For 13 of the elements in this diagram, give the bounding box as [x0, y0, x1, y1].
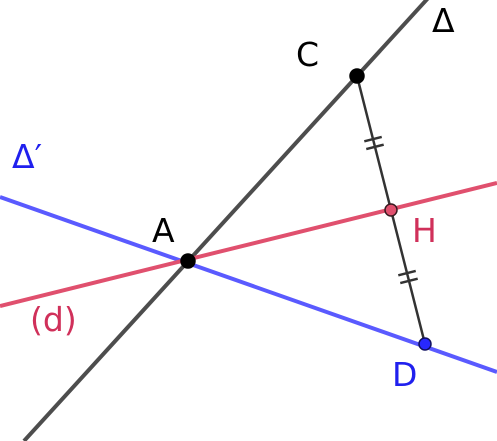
line-label: Δ′: [12, 140, 42, 173]
point: [349, 68, 365, 84]
point-label: D: [392, 358, 418, 391]
point-label: H: [412, 214, 437, 247]
segment: [357, 82, 391, 206]
line-label: (d): [30, 303, 77, 336]
point-label: A: [152, 214, 175, 247]
point: [384, 203, 398, 217]
point: [180, 253, 196, 269]
line-label: Δ: [432, 4, 455, 37]
point-label: C: [296, 38, 320, 71]
segment: [391, 214, 425, 340]
point: [418, 337, 432, 351]
